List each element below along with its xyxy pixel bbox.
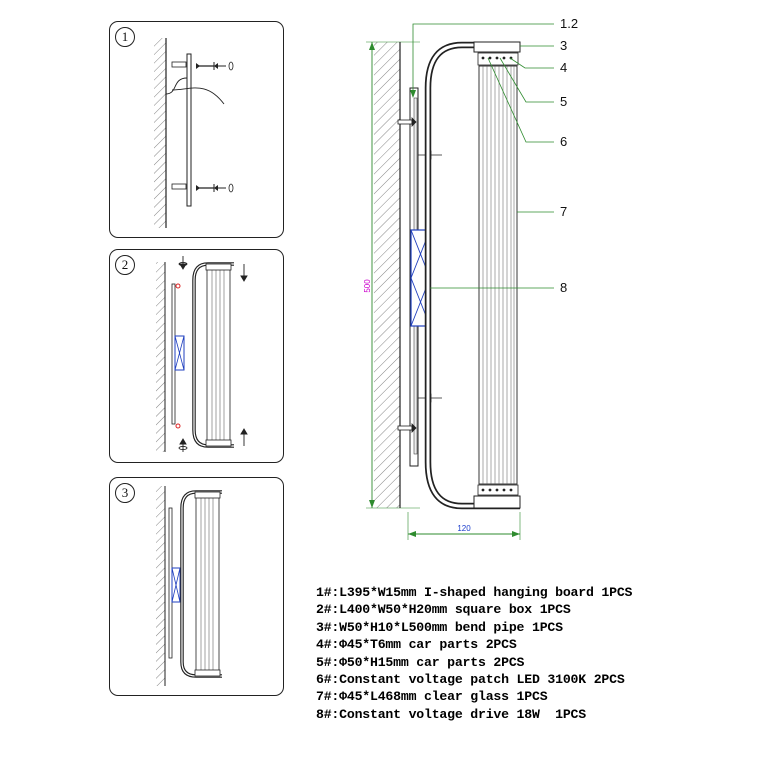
- parts-list-item: 6#:Constant voltage patch LED 3100K 2PCS: [316, 672, 625, 688]
- step-number: 1: [115, 27, 135, 47]
- width-label: 120: [457, 524, 471, 533]
- step-2-illustration: [156, 256, 248, 452]
- connector: [175, 423, 181, 429]
- step-1-illustration: [154, 38, 234, 228]
- step-2-panel: 2: [109, 249, 284, 463]
- step-1-panel: 1: [109, 21, 284, 238]
- screw-top: [171, 61, 234, 71]
- parts-list-item: 2#:L400*W50*H20mm square box 1PCS: [316, 602, 571, 618]
- screw-bottom: [171, 183, 234, 193]
- parts-list-item: 8#:Constant voltage drive 18W 1PCS: [316, 706, 586, 722]
- width-dimension: 120: [407, 512, 521, 540]
- led-patch: [477, 52, 519, 66]
- parts-list-item: 5#:Φ50*H15mm car parts 2PCS: [316, 654, 525, 670]
- wall: [154, 38, 166, 228]
- wall: [156, 486, 165, 686]
- top-cap: [473, 41, 521, 53]
- glass-ribs: [482, 66, 515, 484]
- callout-5: 5: [560, 94, 567, 109]
- parts-list-item: 7#:Φ45*L468mm clear glass 1PCS: [316, 689, 548, 705]
- height-label: 500: [363, 279, 372, 293]
- callout-1-2: 1.2: [560, 16, 578, 31]
- callout-4: 4: [560, 60, 567, 75]
- wall: [156, 262, 165, 452]
- parts-list-item: 1#:L395*W15mm I-shaped hanging board 1PC…: [316, 585, 633, 600]
- bottom-cap: [473, 495, 521, 509]
- callout-leaders: [412, 23, 554, 289]
- glass-tube: [195, 494, 220, 674]
- parts-list-item: 4#:Φ45*T6mm car parts 2PCS: [316, 637, 517, 653]
- clear-glass: [478, 65, 518, 485]
- parts-list-item: 3#:W50*H10*L500mm bend pipe 1PCS: [316, 619, 563, 635]
- callout-8: 8: [560, 280, 567, 295]
- callout-3: 3: [560, 38, 567, 53]
- exploded-view-drawing: 500 120: [363, 16, 578, 540]
- step-3-illustration: [156, 486, 222, 686]
- callout-labels: 1.2 3 4 5 6 7 8: [560, 16, 578, 295]
- callout-7: 7: [560, 204, 567, 219]
- step-number: 2: [115, 255, 135, 275]
- hanging-board: [186, 53, 192, 207]
- rotate-icon: [178, 256, 248, 452]
- step-3-panel: 3: [109, 477, 284, 696]
- wall: [374, 42, 400, 508]
- glass-tube: [206, 266, 231, 444]
- parts-list: 1#:L395*W15mm I-shaped hanging board 1PC…: [316, 584, 632, 723]
- callout-6: 6: [560, 134, 567, 149]
- power-wire: [165, 77, 225, 105]
- step-number: 3: [115, 483, 135, 503]
- connector: [175, 283, 181, 289]
- wall-screw: [397, 117, 417, 433]
